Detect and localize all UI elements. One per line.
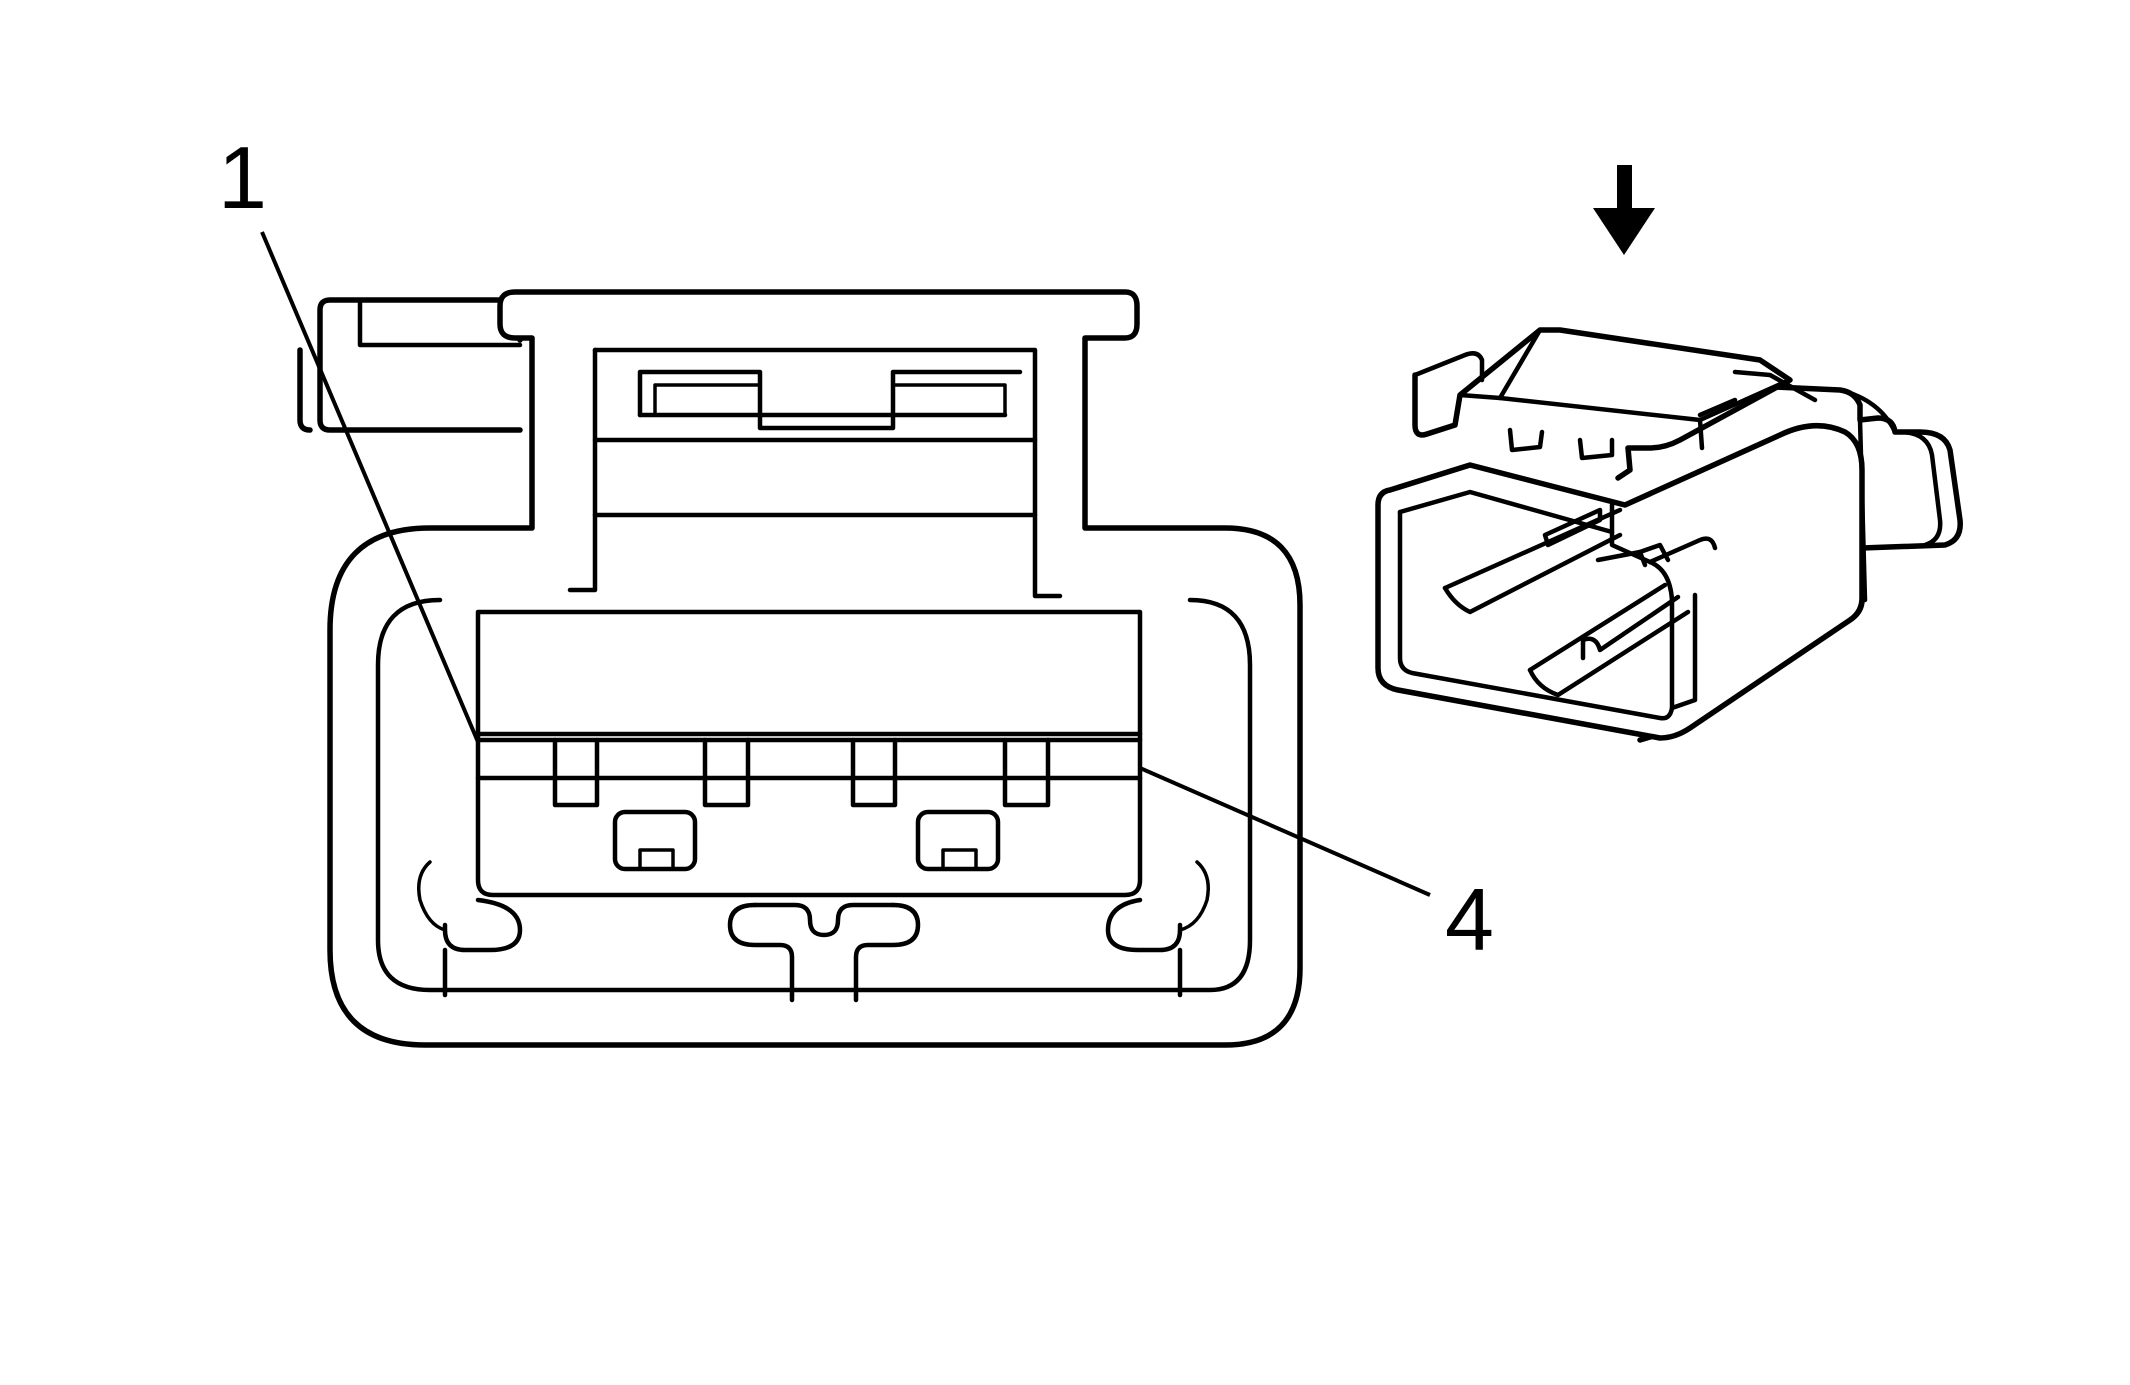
upper-cavity: [475, 609, 1143, 737]
housing-inner-shroud: [375, 597, 1253, 993]
terminal-row: [475, 731, 1143, 898]
leader-line-4: [1139, 766, 1431, 897]
callout-label-1: 1: [218, 128, 267, 227]
connector-iso-view: [1375, 165, 1963, 743]
lock-latch: [637, 369, 1023, 431]
connector-front-view: 1 4: [218, 128, 1494, 1048]
housing-outer: [327, 289, 1303, 1048]
iso-terminal-rails: [1442, 397, 1738, 698]
wire-stub: [297, 297, 523, 433]
down-arrow-icon: [1593, 165, 1655, 255]
callout-label-4: 4: [1445, 870, 1494, 969]
leader-line-1: [260, 231, 480, 743]
housing-bottom: [417, 860, 1210, 1003]
iso-housing-body: [1375, 422, 1865, 741]
iso-lock-latch: [1412, 327, 1793, 481]
